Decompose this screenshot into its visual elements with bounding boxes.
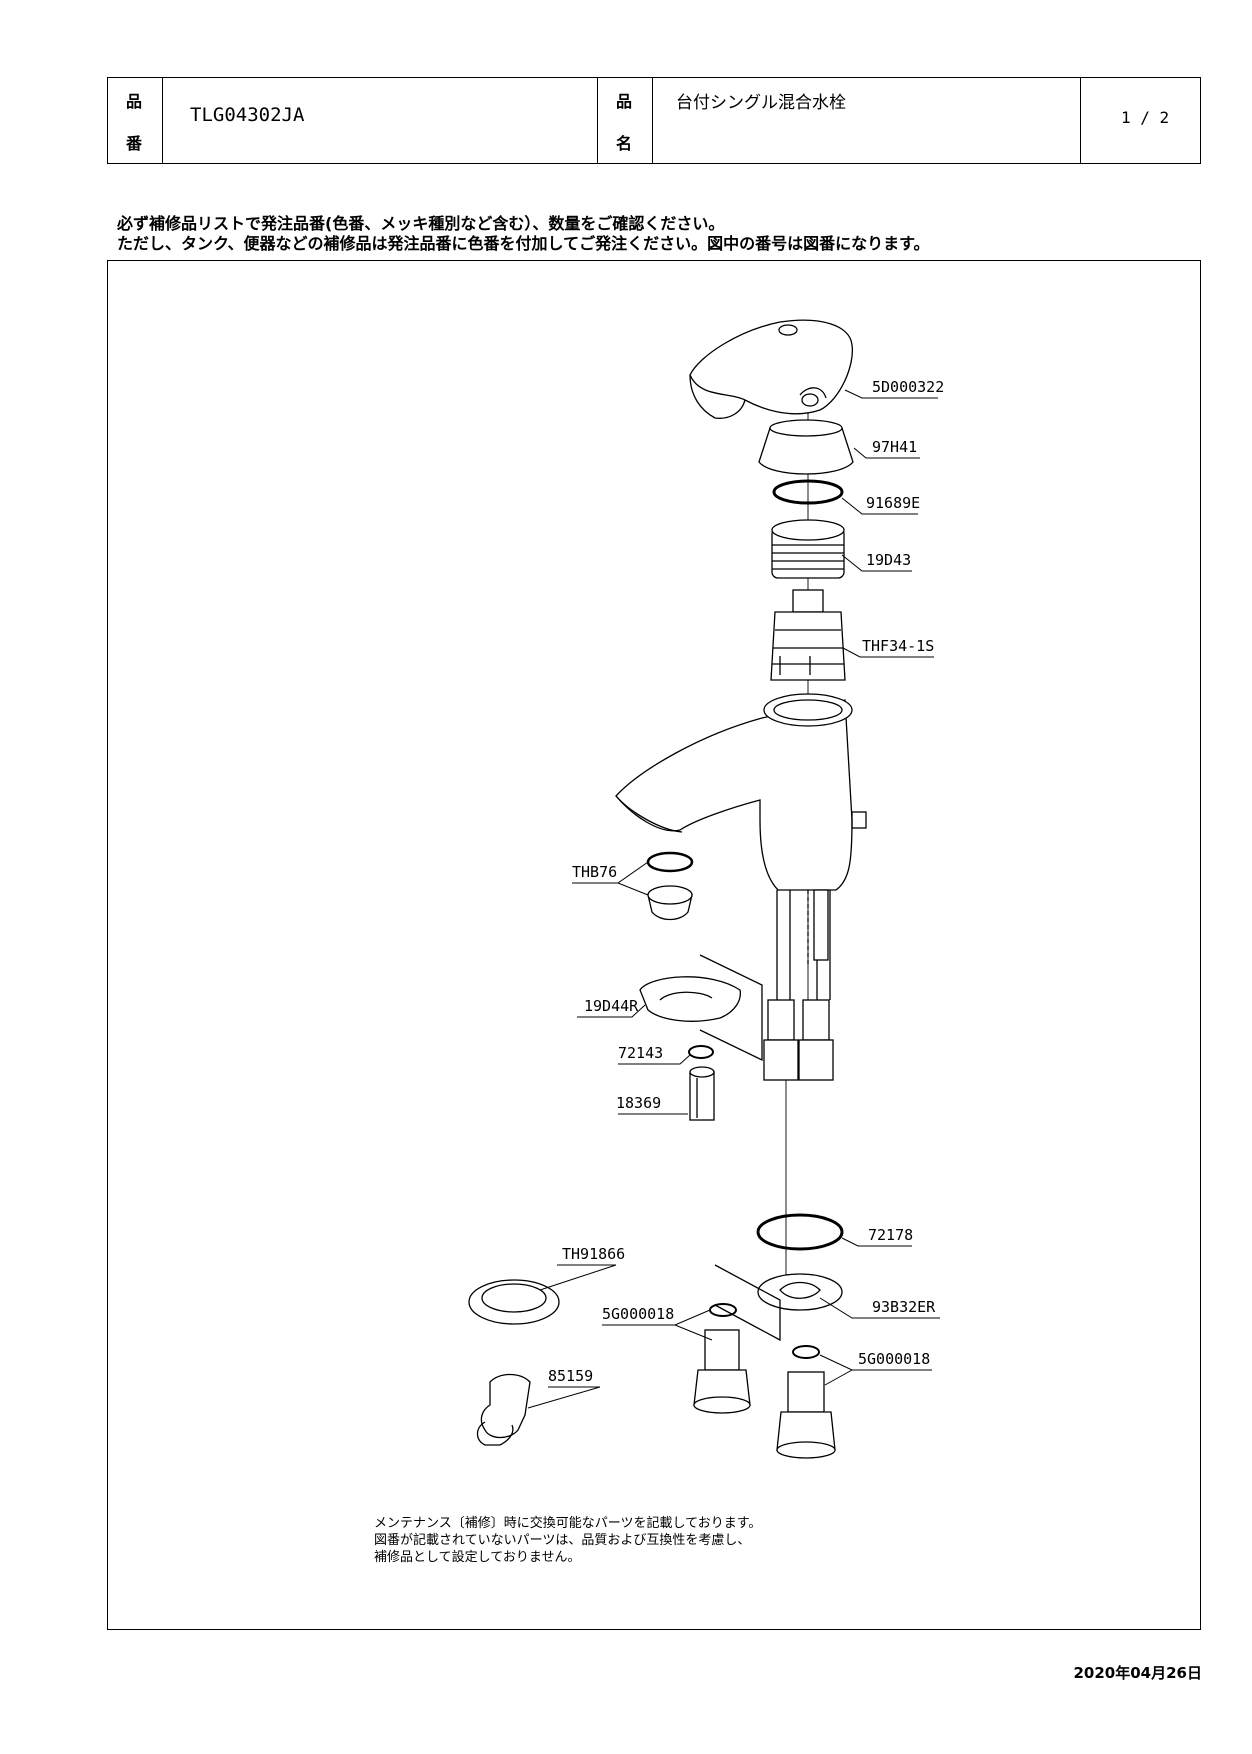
instruction-note: 必ず補修品リストで発注品番(色番、メッキ種別など含む）、数量をご確認ください。 xyxy=(117,214,725,233)
part-label: 72178 xyxy=(868,1226,913,1244)
connector-part-right xyxy=(776,1345,836,1459)
cartridge-part xyxy=(770,589,846,681)
part-label: 72143 xyxy=(618,1044,663,1062)
part-label: 85159 xyxy=(548,1367,593,1385)
instruction-note: ただし、タンク、便器などの補修品は発注品番に色番を付加してご発注ください。図中の… xyxy=(117,234,930,253)
part-label: 19D44R xyxy=(584,997,639,1015)
lever-handle-part xyxy=(689,319,854,419)
maintenance-note: 図番が記載されていないパーツは、品質および互換性を考慮し、 xyxy=(374,1533,751,1548)
hose-fittings xyxy=(763,999,834,1081)
maintenance-note: メンテナンス〔補修〕時に交換可能なパーツを記載しております。 xyxy=(374,1516,762,1531)
guide-bracket xyxy=(714,1264,781,1342)
wrench-tool-part xyxy=(476,1373,531,1446)
faucet-body-part xyxy=(615,693,867,1000)
drawing-frame xyxy=(107,260,1201,1630)
part-label: 5G000018 xyxy=(602,1305,674,1323)
plate-part xyxy=(757,1273,843,1311)
bracket-part xyxy=(639,954,763,1062)
page-number: 1 / 2 xyxy=(1121,108,1170,127)
divider xyxy=(162,78,163,163)
stud-part xyxy=(689,1066,715,1121)
product-name-label: 品 xyxy=(616,92,633,111)
nut-part xyxy=(771,519,845,579)
divider xyxy=(652,78,653,163)
leader-lines xyxy=(527,389,940,1409)
product-name-label: 名 xyxy=(616,134,633,153)
issue-date: 2020年04月26日 xyxy=(1073,1664,1203,1682)
part-label: 91689E xyxy=(866,494,920,512)
part-number: TLG04302JA xyxy=(190,104,305,126)
large-o-ring-part xyxy=(756,1213,844,1251)
part-label: TH91866 xyxy=(562,1245,625,1263)
part-label: THF34-1S xyxy=(862,637,934,655)
connector-part-left xyxy=(693,1303,751,1414)
o-ring-part xyxy=(772,479,844,505)
part-label: 93B32ER xyxy=(872,1298,936,1316)
gasket-part xyxy=(468,1279,560,1325)
part-label: 5G000018 xyxy=(858,1350,930,1368)
product-name: 台付シングル混合水栓 xyxy=(676,93,846,113)
divider xyxy=(597,78,598,163)
cover-part xyxy=(758,419,854,475)
part-label: 97H41 xyxy=(872,438,917,456)
part-no-label: 番 xyxy=(126,134,143,153)
aerator-part xyxy=(646,851,694,921)
maintenance-note: 補修品として設定しておりません。 xyxy=(374,1550,581,1565)
part-label: 18369 xyxy=(616,1094,661,1112)
divider xyxy=(1080,78,1081,163)
part-label: 5D000322 xyxy=(872,378,944,396)
title-block: 品 番 TLG04302JA 品 名 台付シングル混合水栓 1 / 2 xyxy=(107,77,1201,164)
part-no-label: 品 xyxy=(126,92,143,111)
part-label: 19D43 xyxy=(866,551,911,569)
washer-part xyxy=(688,1045,714,1059)
part-label: THB76 xyxy=(572,863,617,881)
